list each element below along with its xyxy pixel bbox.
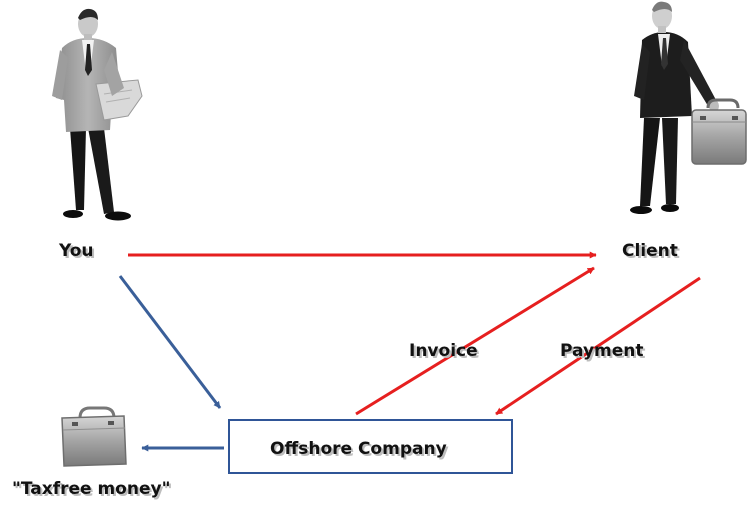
payment-label-group: Payment Payment [560, 341, 646, 363]
client-label: Client [622, 241, 678, 261]
svg-text:Invoice: Invoice [411, 343, 480, 363]
offshore-company-label: Offshore Company [270, 439, 447, 459]
arrow-payment [495, 276, 701, 416]
taxfree-briefcase-icon [61, 406, 127, 467]
svg-text:Offshore Company: Offshore Company [272, 441, 449, 461]
arrow-invoice [355, 266, 595, 416]
invoice-label-group: Invoice Invoice [409, 341, 480, 363]
svg-text:Client: Client [624, 243, 680, 263]
you-label: You [58, 241, 94, 261]
offshore-label-group: Offshore Company Offshore Company [270, 439, 449, 461]
client-figure-icon [630, 1, 719, 214]
client-briefcase-icon [691, 98, 747, 165]
taxfree-label-group: "Taxfree money" "Taxfree money" [12, 479, 172, 501]
svg-text:"Taxfree money": "Taxfree money" [14, 481, 172, 501]
you-label-group: You You [58, 241, 96, 263]
offshore-company-box [228, 419, 513, 474]
arrow-you-to-offshore [118, 275, 222, 409]
you-figure-icon [52, 8, 143, 221]
payment-label: Payment [560, 341, 644, 361]
svg-text:Payment: Payment [562, 343, 646, 363]
svg-text:You: You [60, 243, 96, 263]
taxfree-money-label: "Taxfree money" [12, 479, 170, 499]
client-label-group: Client Client [622, 241, 680, 263]
invoice-label: Invoice [409, 341, 478, 361]
